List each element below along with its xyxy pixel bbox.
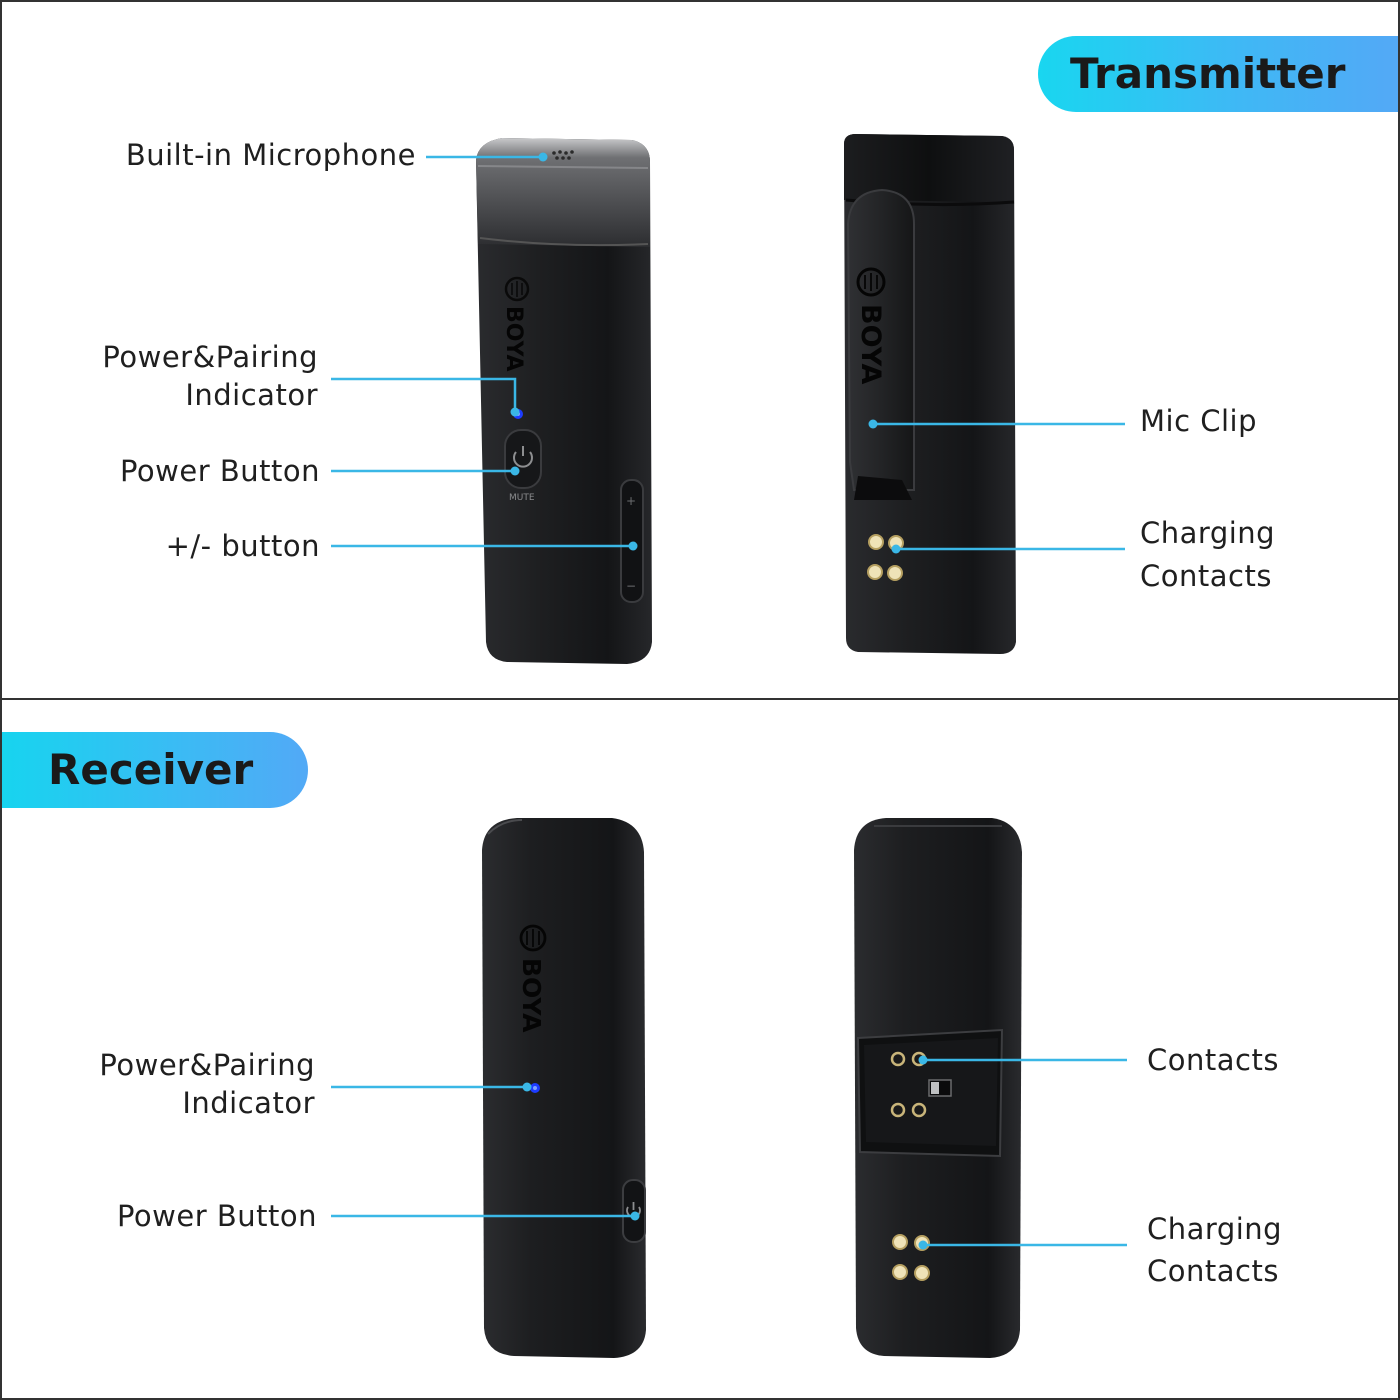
- brand-text: BOYA: [855, 304, 886, 385]
- transmitter-front-device: BOYA MUTE + −: [476, 138, 652, 664]
- power-button: [622, 1179, 646, 1243]
- label-rx-power-pairing-indicator-line2: Indicator: [182, 1086, 315, 1120]
- boya-logo-icon: [504, 276, 530, 302]
- transmitter-leader-lines: [331, 152, 1125, 554]
- label-mic-clip: Mic Clip: [1140, 404, 1258, 438]
- receiver-illustration: BOYA: [331, 818, 1127, 1358]
- transmitter-back-device: BOYA: [844, 134, 1016, 654]
- power-button: [504, 429, 542, 489]
- brand-text: BOYA: [517, 958, 546, 1033]
- receiver-back-device: [854, 818, 1022, 1358]
- receiver-banner: Receiver: [2, 732, 308, 808]
- label-rx-power-button: Power Button: [116, 1199, 317, 1233]
- label-power-pairing-indicator-line1: Power&Pairing: [102, 340, 318, 374]
- brand-text: BOYA: [501, 306, 526, 372]
- receiver-leader-lines: [331, 1055, 1127, 1250]
- label-power-pairing-indicator-line2: Indicator: [185, 378, 318, 412]
- transmitter-panel: Transmitter: [0, 0, 1400, 700]
- receiver-panel: Receiver BOYA: [0, 698, 1400, 1400]
- boya-logo-icon: [519, 924, 547, 952]
- power-icon: [513, 446, 533, 468]
- minus-mark: −: [626, 579, 636, 593]
- label-rx-power-pairing-indicator-line1: Power&Pairing: [99, 1048, 315, 1082]
- mute-text: MUTE: [509, 493, 535, 503]
- transmitter-banner: Transmitter: [1038, 36, 1398, 112]
- label-built-in-microphone: Built-in Microphone: [125, 138, 416, 172]
- mic-grille-icon: [552, 150, 574, 160]
- label-rx-charging-contacts-line2: Contacts: [1147, 1254, 1279, 1288]
- label-power-button: Power Button: [119, 454, 320, 488]
- label-rx-contacts: Contacts: [1147, 1043, 1279, 1077]
- plus-mark: +: [626, 494, 636, 508]
- label-plus-minus-button: +/- button: [165, 529, 320, 563]
- receiver-front-device: BOYA: [482, 818, 646, 1358]
- mic-clip: [846, 188, 915, 491]
- label-rx-charging-contacts-line1: Charging: [1147, 1212, 1283, 1246]
- volume-rocker: [620, 479, 644, 603]
- label-charging-contacts-line2: Contacts: [1140, 559, 1272, 593]
- transmitter-illustration: BOYA MUTE + − BOYA: [331, 134, 1125, 664]
- label-charging-contacts-line1: Charging: [1140, 516, 1276, 550]
- boya-logo-icon: [856, 267, 886, 297]
